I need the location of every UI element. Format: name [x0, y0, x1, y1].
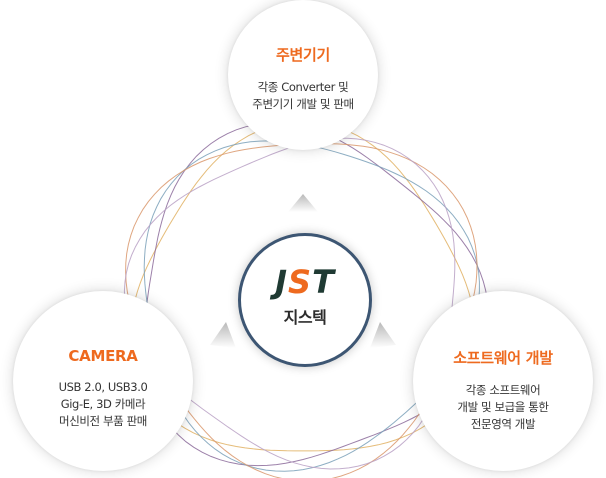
ring-line	[143, 140, 480, 472]
camera-description: USB 2.0, USB3.0 Gig-E, 3D 카메라 머신비전 부품 판매	[13, 379, 193, 430]
triangle-up-icon	[288, 194, 318, 212]
peripherals-circle: 주변기기 각종 Converter 및 주변기기 개발 및 판매	[228, 0, 378, 150]
company-name: 지스텍	[283, 308, 327, 327]
peripherals-description: 각종 Converter 및 주변기기 개발 및 판매	[228, 79, 378, 113]
software-desc-line: 각종 소프트웨어	[465, 383, 541, 397]
software-description: 각종 소프트웨어 개발 및 보급을 통한 전문영역 개발	[413, 382, 593, 433]
camera-desc-line: Gig-E, 3D 카메라	[60, 397, 146, 411]
software-desc-line: 전문영역 개발	[470, 417, 536, 431]
camera-circle: CAMERA USB 2.0, USB3.0 Gig-E, 3D 카메라 머신비…	[13, 291, 193, 471]
software-circle: 소프트웨어 개발 각종 소프트웨어 개발 및 보급을 통한 전문영역 개발	[413, 291, 593, 471]
peripherals-desc-line: 주변기기 개발 및 판매	[252, 97, 354, 111]
camera-title: CAMERA	[68, 347, 138, 365]
logo-letter-s: S	[288, 263, 313, 301]
jst-logo: JST	[241, 264, 369, 300]
logo-letter-j: J	[275, 263, 289, 301]
logo-letter-t: T	[312, 263, 335, 301]
peripherals-title: 주변기기	[275, 46, 330, 64]
camera-desc-line: 머신비전 부품 판매	[59, 414, 147, 428]
software-desc-line: 개발 및 보급을 통한	[457, 400, 549, 414]
ring-line	[143, 122, 489, 467]
camera-desc-line: USB 2.0, USB3.0	[58, 380, 148, 394]
company-logo-circle: JST 지스텍	[238, 233, 372, 367]
triangle-right-icon	[370, 322, 396, 348]
peripherals-desc-line: 각종 Converter 및	[257, 80, 349, 94]
software-title: 소프트웨어 개발	[453, 349, 553, 367]
triangle-left-icon	[210, 322, 236, 348]
